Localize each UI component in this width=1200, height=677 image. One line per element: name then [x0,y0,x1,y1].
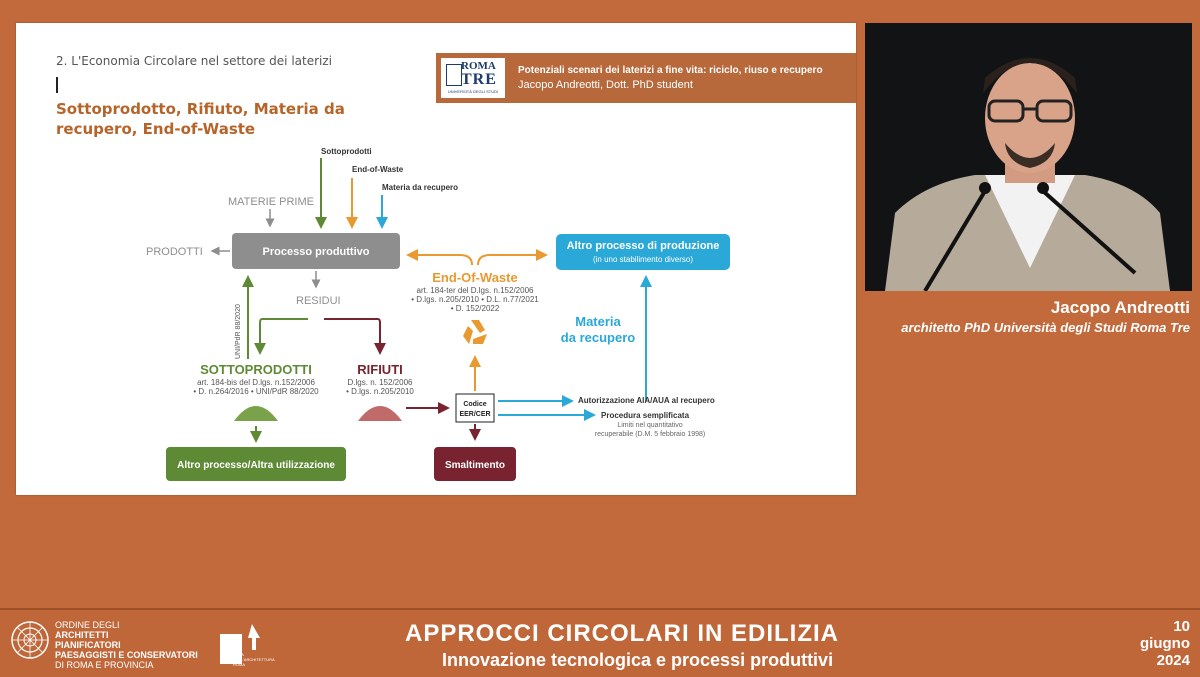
altro-processo-produzione-sub: (in uno stabilimento diverso) [593,255,693,264]
ordine-architetti-text: ORDINE DEGLI ARCHITETTI PIANIFICATORI PA… [55,620,198,670]
ordine-line-2: ARCHITETTI [55,630,109,640]
slide-section-title: 2. L'Economia Circolare nel settore dei … [56,54,332,68]
date-year: 2024 [1156,652,1190,669]
limiti-label-1: Limiti nel quantitativo [617,422,682,429]
circular-economy-diagram: Sottoprodotti End-of-Waste Materia da re… [146,147,730,481]
event-subtitle: Innovazione tecnologica e processi produ… [442,650,834,670]
presentation-slide: 2. L'Economia Circolare nel settore dei … [16,23,856,495]
eow-to-altro-arrow [477,249,548,266]
rifiuti-label: RIFIUTI [357,362,403,377]
eow-in-label: End-of-Waste [352,165,404,174]
rifiuti-ref-2: • D.lgs. n.205/2010 [346,387,414,396]
casa-architettura-logo-icon [220,624,260,664]
sottoprodotti-ref-2: • D. n.264/2016 • UNI/PdR 88/2020 [193,387,319,396]
ordine-line-3: PIANIFICATORI [55,640,121,650]
logo-line-2: TRE [461,71,497,88]
altro-processo-produzione-label: Altro processo di produzione [567,240,720,252]
eow-ref-2: • D.lgs. n.205/2010 • D.L. n.77/2021 [411,295,539,304]
eow-to-processo-arrow [406,249,473,266]
ordine-architetti-logo-icon [11,621,49,659]
speaker-name: Jacopo Andreotti [1050,298,1190,317]
eow-ref-1: art. 184-ter del D.lgs. n.152/2006 [417,286,535,295]
altro-utilizzazione-box [166,447,346,481]
event-date: 10 giugno 2024 [1120,618,1190,669]
talk-title: Potenziali scenari dei laterizi a fine v… [518,65,823,76]
limiti-label-2: recuperabile (D.M. 5 febbraio 1998) [595,431,706,438]
rifiuti-pile-icon [358,406,402,421]
ordine-line-5: DI ROMA E PROVINCIA [55,660,154,670]
logo-line-1: ROMA [461,60,496,72]
codice-label-2: EER/CER [459,411,490,418]
materie-prime-label: MATERIE PRIME [228,196,314,208]
casa-architettura-text: CASA DELL'ARCHITETTURA ROMA [233,652,275,667]
to-sottoprodotti-arrow [254,318,308,355]
date-month: giugno [1140,635,1190,652]
da-recupero-label: da recupero [561,330,635,345]
recycle-icon [463,320,487,344]
sottoprodotti-label: SOTTOPRODOTTI [200,362,312,377]
sottoprodotti-pile-icon [234,406,278,421]
procedura-label: Procedura semplificata [601,411,690,420]
ordine-line-1: ORDINE DEGLI [55,620,120,630]
rifiuti-ref-1: D.lgs. n. 152/2006 [348,378,413,387]
roma-tre-logo: ROMA TRE UNIVERSITÀ DEGLI STUDI [441,58,505,98]
text-cursor [56,77,58,93]
smaltimento-label: Smaltimento [445,460,505,471]
eow-ref-3: • D. 152/2022 [451,304,500,313]
altro-processo-produzione-box [556,234,730,270]
altro-utilizzazione-label: Altro processo/Altra utilizzazione [177,460,335,471]
smaltimento-box [434,447,516,481]
materia-label: Materia [575,314,621,329]
speaker-role: architetto PhD Università degli Studi Ro… [901,320,1190,335]
processo-produttivo-label: Processo produttivo [263,246,370,258]
talk-author: Jacopo Andreotti, Dott. PhD student [518,79,693,91]
eow-label: End-Of-Waste [432,270,517,285]
codice-label-1: Codice [463,401,486,408]
to-rifiuti-arrow [324,318,386,355]
ordine-line-4: PAESAGGISTI E CONSERVATORI [55,650,198,660]
slide-header-bar: ROMA TRE UNIVERSITÀ DEGLI STUDI Potenzia… [436,53,856,103]
prodotti-label: PRODOTTI [146,246,203,258]
residui-label: RESIDUI [296,295,341,307]
sottoprodotti-ref-1: art. 184-bis del D.lgs. n.152/2006 [197,378,315,387]
slide-heading: Sottoprodotto, Rifiuto, Materia da recup… [56,100,345,138]
autorizzazione-label: Autorizzazione AIA/AUA al recupero [578,396,715,405]
processo-produttivo-box [232,233,400,269]
materia-in-label: Materia da recupero [382,183,458,192]
logo-line-3: UNIVERSITÀ DEGLI STUDI [447,89,499,94]
sottoprodotti-in-label: Sottoprodotti [321,147,372,156]
speaker-figure [865,23,1192,291]
uni-label: UNI/PdR 88/2020 [235,304,242,359]
event-footer: ORDINE DEGLI ARCHITETTI PIANIFICATORI PA… [0,608,1200,677]
speaker-video [865,23,1192,291]
university-emblem-icon [446,64,462,86]
event-title: APPROCCI CIRCOLARI IN EDILIZIA [405,620,840,647]
codice-box [455,393,495,423]
date-day: 10 [1173,618,1190,635]
